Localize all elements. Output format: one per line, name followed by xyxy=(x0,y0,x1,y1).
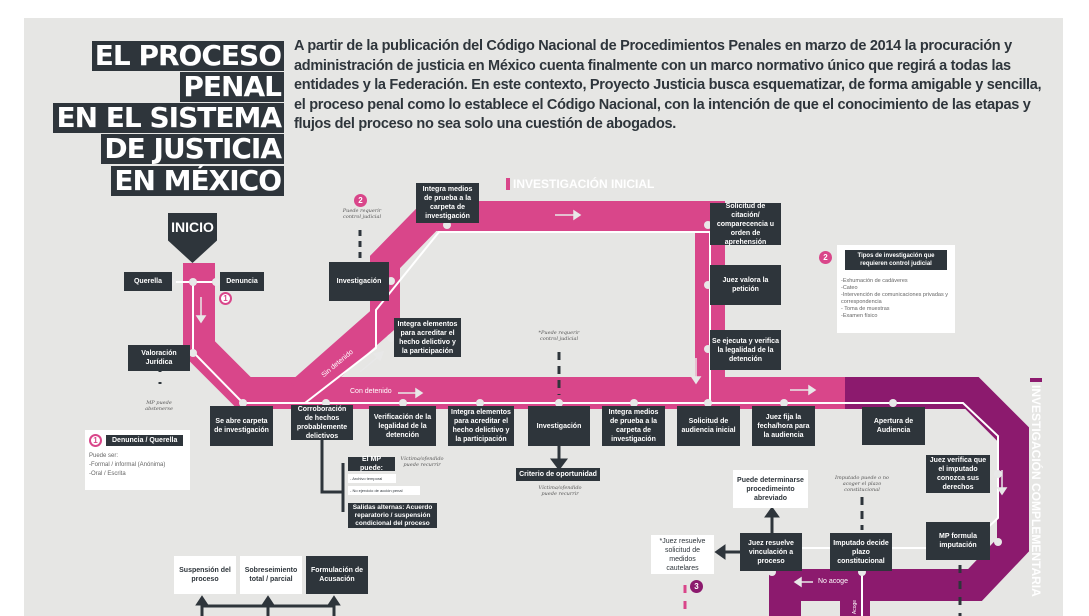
node-corroboracion[interactable]: Corroboración de hechos probablemente de… xyxy=(291,405,353,440)
legend-1-number: 1 xyxy=(89,434,102,447)
legend-2-item: -Intervención de comunicaciones privadas… xyxy=(841,292,949,305)
inicio-label: INICIO xyxy=(171,219,214,235)
node-querella[interactable]: Querella xyxy=(124,272,172,291)
node-formulacion-acusacion[interactable]: Formulación de Acusación xyxy=(306,556,368,594)
legend-2-number: 2 xyxy=(819,251,832,264)
node-apertura-audiencia[interactable]: Apertura de Audiencia xyxy=(862,407,925,445)
legend-1-item: -Oral / Escrita xyxy=(89,471,126,477)
title-line-4: DE JUSTICIA xyxy=(101,134,284,164)
label-con-detenido: Con detenido xyxy=(350,388,392,395)
node-criterio-oportunidad[interactable]: Criterio de oportunidad xyxy=(516,468,600,481)
node-integra-elementos[interactable]: Integra elementos para acreditar el hech… xyxy=(448,406,514,446)
node-solicitud-citacion[interactable]: Solicitud de citación/ comparecencia u o… xyxy=(710,203,781,246)
pink-main-track xyxy=(183,263,850,409)
purple-track xyxy=(769,377,1029,616)
legend-2-item: -Exhumación de cadáveres xyxy=(841,278,908,284)
legend-denuncia-querella: 1 Denuncia / Querella Puede ser: -Formal… xyxy=(85,430,190,490)
node-juez-valora[interactable]: Juez valora la petición xyxy=(710,265,781,305)
flow-arrows xyxy=(195,209,1008,588)
node-valoracion-juridica[interactable]: Valoración Jurídica xyxy=(128,345,190,371)
note-mp-abstenerse: MP puede abstenerse xyxy=(145,400,173,412)
title-line-2: PENAL xyxy=(180,72,284,102)
legend-1-title: Denuncia / Querella xyxy=(106,435,184,446)
intro-paragraph: A partir de la publicación del Código Na… xyxy=(294,38,1042,132)
node-integra-medios-top[interactable]: Integra medios de prueba a la carpeta de… xyxy=(416,183,479,223)
node-solicitud-audiencia[interactable]: Solicitud de audiencia inicial xyxy=(677,406,740,446)
legend-2-item: -Examen físico xyxy=(841,313,878,319)
title-line-1: EL PROCESO xyxy=(91,41,284,71)
stage-investigacion-complementaria: INVESTIGACIÓN COMPLEMENTARIA xyxy=(1029,378,1043,597)
node-salidas-alternas[interactable]: Salidas alternas: Acuerdo reparatorio / … xyxy=(348,503,437,528)
node-mp-puede: El MP puede: xyxy=(348,456,395,472)
note-victima-2: Víctima/ofendido puede recurrir xyxy=(538,485,582,497)
node-juez-resuelve-vinculacion[interactable]: Juez resuelve vinculación a proceso xyxy=(740,533,802,571)
label-no-acoge: No acoge xyxy=(818,578,848,585)
legend-1-item: -Formal / informal (Anónima) xyxy=(89,462,166,468)
note-imputado-plazo: Imputado puede o no acoger el plazo cons… xyxy=(835,475,889,493)
title-line-5: EN MÉXICO xyxy=(111,166,284,196)
note-control-judicial-1: Puede requerir control judicial xyxy=(342,208,382,220)
title-line-3: EN EL SISTEMA xyxy=(53,103,284,133)
node-investigacion-top[interactable]: Investigación xyxy=(329,262,389,301)
node-suspension[interactable]: Suspensión del proceso xyxy=(174,556,236,594)
connectors xyxy=(158,230,962,616)
node-mp-formula[interactable]: MP formula imputación xyxy=(926,522,990,560)
node-sobreseimiento[interactable]: Sobreseimiento total / parcial xyxy=(240,556,302,594)
badge-2[interactable]: 2 xyxy=(354,194,367,207)
option-no-ejercicio[interactable]: - No ejercicio de acción penal xyxy=(348,486,420,495)
legend-1-item: Puede ser: xyxy=(89,453,119,459)
badge-1[interactable]: 1 xyxy=(219,292,232,305)
node-juez-verifica[interactable]: Juez verifica que el imputado conozca su… xyxy=(926,455,990,493)
node-integra-elementos-top[interactable]: Integra elementos para acreditar el hech… xyxy=(394,318,461,357)
node-denuncia[interactable]: Denuncia xyxy=(220,272,264,291)
legend-investigacion-control-judicial: Tipos de investigación que requieren con… xyxy=(837,245,955,333)
note-victima-1: Víctima/ofendido puede recurrir xyxy=(400,456,444,468)
node-se-ejecuta[interactable]: Se ejecuta y verifica la legalidad de la… xyxy=(710,330,781,370)
label-acoge: Acoge xyxy=(852,599,859,615)
option-archivo-temporal[interactable]: - Archivo temporal xyxy=(348,474,396,483)
node-investigacion[interactable]: Investigación xyxy=(528,406,590,446)
legend-2-item: - Toma de muestras xyxy=(841,306,890,312)
stage-investigacion-inicial: INVESTIGACIÓN INICIAL xyxy=(506,178,654,190)
white-line-loop xyxy=(304,231,711,404)
note-control-judicial-2: *Puede requerir control judicial xyxy=(538,330,580,342)
badge-3[interactable]: 3 xyxy=(690,580,703,593)
legend-2-title: Tipos de investigación que requieren con… xyxy=(845,250,947,270)
node-se-abre-carpeta[interactable]: Se abre carpeta de investigación xyxy=(210,406,273,446)
node-juez-fija[interactable]: Juez fija la fecha/hora para la audienci… xyxy=(752,406,815,446)
node-procedimiento-abreviado[interactable]: Puede determinarse procedimeinto abrevia… xyxy=(733,470,808,508)
node-verificacion[interactable]: Verificación de la legalidad de la deten… xyxy=(369,406,436,446)
node-medidas-cautelares[interactable]: *Juez resuelve solicitud de medidos caut… xyxy=(651,535,714,574)
node-imputado-decide[interactable]: Imputado decide plazo constitucional xyxy=(830,533,892,571)
legend-2-item: -Cateo xyxy=(841,285,858,291)
node-integra-medios[interactable]: Integra medios de prueba a la carpeta de… xyxy=(602,406,665,446)
